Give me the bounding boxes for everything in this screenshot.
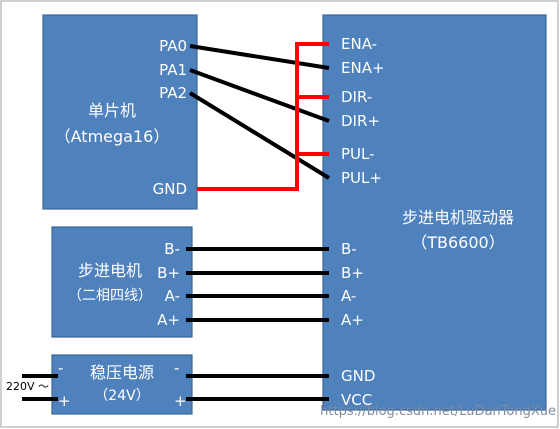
driver-pin-a-minus: A- bbox=[341, 287, 356, 305]
driver-pin-pul-plus: PUL+ bbox=[341, 169, 382, 187]
ac-input-label: 220V ～ bbox=[6, 380, 49, 393]
driver-pin-dir-plus: DIR+ bbox=[341, 112, 380, 130]
psu-left-plus: + bbox=[58, 392, 71, 410]
psu-title: 稳压电源 bbox=[90, 363, 154, 382]
mcu-pin-pa1: PA1 bbox=[159, 61, 187, 79]
mcu-pin-pa2: PA2 bbox=[159, 84, 187, 102]
psu-left-minus: - bbox=[58, 359, 63, 377]
driver-pin-a-plus: A+ bbox=[341, 311, 364, 329]
wire-pa1-dir-plus bbox=[189, 68, 330, 123]
motor-pin-b-plus: B+ bbox=[157, 264, 180, 282]
driver-pin-ena-minus: ENA- bbox=[341, 35, 377, 53]
motor-pin-a-plus: A+ bbox=[157, 311, 180, 329]
driver-title: 步进电机驱动器 bbox=[402, 208, 514, 227]
driver-subtitle: （TB6600） bbox=[411, 233, 504, 252]
motor-pin-a-minus: A- bbox=[165, 287, 180, 305]
psu-right-plus: + bbox=[174, 392, 187, 410]
wire-gnd-bus bbox=[197, 42, 329, 191]
driver-pin-dir-minus: DIR- bbox=[341, 88, 372, 106]
psu-right-minus: - bbox=[174, 359, 179, 377]
motor-subtitle: （二相四线） bbox=[68, 288, 152, 304]
mcu-pin-pa0: PA0 bbox=[159, 37, 187, 55]
psu-block bbox=[51, 354, 193, 415]
driver-pin-gnd: GND bbox=[341, 367, 375, 385]
motor-pin-b-minus: B- bbox=[164, 240, 180, 258]
psu-subtitle: （24V） bbox=[94, 388, 149, 404]
driver-pin-pul-minus: PUL- bbox=[341, 145, 375, 163]
wire-pa0-ena-plus bbox=[189, 44, 330, 70]
watermark-text: https://blog.csdn.net/LuDanTongXue bbox=[320, 404, 556, 419]
driver-pin-b-minus: B- bbox=[341, 240, 357, 258]
motor-title: 步进电机 bbox=[78, 261, 142, 280]
driver-pin-ena-plus: ENA+ bbox=[341, 59, 385, 77]
wire-pa2-pul-plus bbox=[188, 91, 331, 180]
mcu-title: 单片机 bbox=[88, 101, 136, 120]
driver-pin-b-plus: B+ bbox=[341, 264, 364, 282]
mcu-subtitle: （Atmega16） bbox=[55, 127, 170, 146]
motor-block bbox=[51, 226, 193, 338]
driver-block bbox=[322, 14, 547, 411]
driver-pin-vcc: VCC bbox=[341, 391, 372, 409]
mcu-block bbox=[42, 14, 198, 210]
mcu-pin-gnd: GND bbox=[153, 180, 187, 198]
